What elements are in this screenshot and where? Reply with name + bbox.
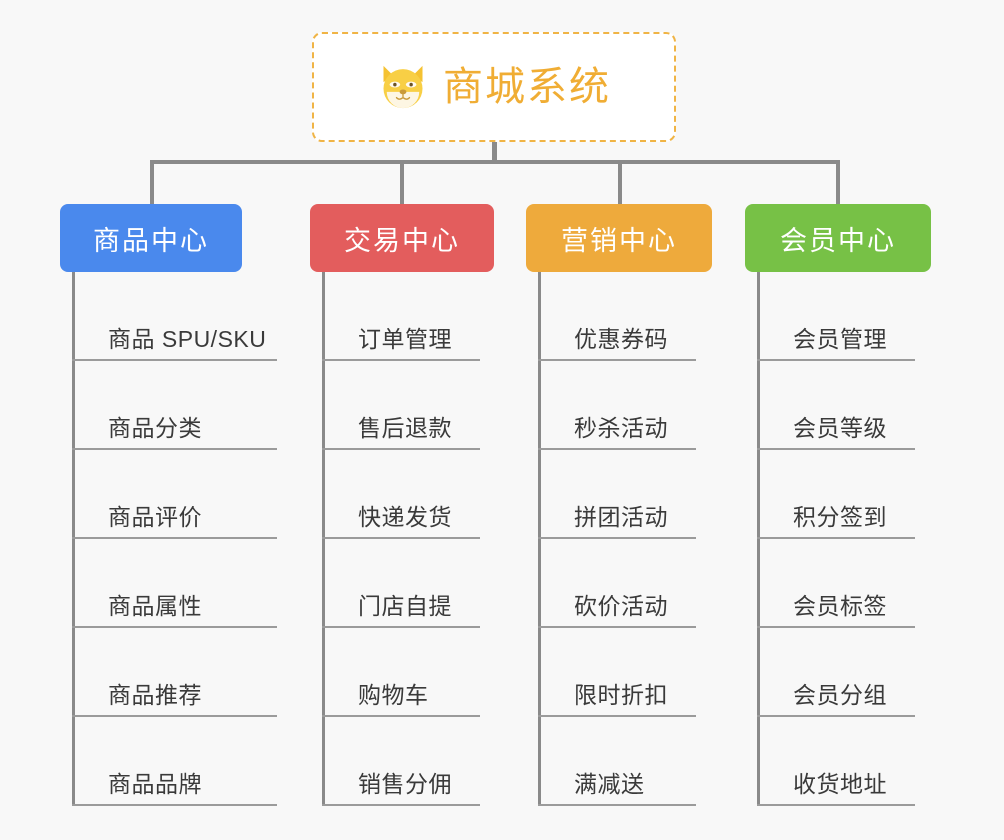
leaf-item[interactable]: 快递发货 (322, 450, 480, 539)
root-title: 商城系统 (443, 65, 611, 109)
leaf-underline (538, 626, 696, 628)
leaf-item[interactable]: 销售分佣 (322, 717, 480, 806)
connector-drop-1 (150, 160, 154, 206)
leaf-label: 商品属性 (108, 593, 202, 619)
leaf-underline (757, 359, 915, 361)
leaf-underline (757, 537, 915, 539)
leaf-underline (322, 804, 480, 806)
leaf-underline (538, 804, 696, 806)
leaf-label: 会员分组 (793, 682, 887, 708)
category-box-1[interactable]: 商品中心 (60, 204, 242, 272)
leaf-underline (538, 359, 696, 361)
leaf-label: 销售分佣 (358, 771, 452, 797)
connector-horizontal-bus (150, 160, 840, 164)
leaf-label: 限时折扣 (574, 682, 668, 708)
leaf-item[interactable]: 限时折扣 (538, 628, 696, 717)
leaf-item[interactable]: 会员管理 (757, 272, 915, 361)
leaf-label: 购物车 (358, 682, 429, 708)
leaf-item[interactable]: 优惠券码 (538, 272, 696, 361)
leaf-underline (322, 359, 480, 361)
leaf-item[interactable]: 商品属性 (72, 539, 280, 628)
leaf-item[interactable]: 购物车 (322, 628, 480, 717)
connector-drop-3 (618, 160, 622, 206)
leaf-underline (322, 626, 480, 628)
category-box-3[interactable]: 营销中心 (526, 204, 712, 272)
leaf-underline (757, 715, 915, 717)
leaf-label: 满减送 (574, 771, 645, 797)
leaf-spine-1 (72, 272, 75, 806)
leaf-underline (322, 715, 480, 717)
leaf-spine-4 (757, 272, 760, 806)
leaf-underline (538, 715, 696, 717)
leaf-item[interactable]: 收货地址 (757, 717, 915, 806)
leaf-item[interactable]: 满减送 (538, 717, 696, 806)
category-label-1: 商品中心 (93, 225, 209, 256)
leaf-label: 积分签到 (793, 504, 887, 530)
leaf-item[interactable]: 商品推荐 (72, 628, 280, 717)
category-label-3: 营销中心 (561, 225, 677, 256)
leaf-item[interactable]: 秒杀活动 (538, 361, 696, 450)
connector-drop-4 (836, 160, 840, 206)
category-box-2[interactable]: 交易中心 (310, 204, 494, 272)
leaf-underline (757, 626, 915, 628)
leaf-item[interactable]: 订单管理 (322, 272, 480, 361)
leaf-label: 商品分类 (108, 415, 202, 441)
leaf-label: 快递发货 (358, 504, 452, 530)
leaf-label: 砍价活动 (574, 593, 668, 619)
leaf-label: 会员等级 (793, 415, 887, 441)
leaf-label: 拼团活动 (574, 504, 668, 530)
leaf-label: 商品推荐 (108, 682, 202, 708)
connector-drop-2 (400, 160, 404, 206)
leaf-underline (757, 448, 915, 450)
leaf-underline (322, 537, 480, 539)
leaf-label: 订单管理 (358, 326, 452, 352)
leaf-underline (538, 448, 696, 450)
leaf-label: 商品评价 (108, 504, 202, 530)
connector-root-stem (492, 142, 497, 164)
leaf-item[interactable]: 砍价活动 (538, 539, 696, 628)
leaf-label: 收货地址 (793, 771, 887, 797)
leaf-label: 售后退款 (358, 415, 452, 441)
leaf-label: 会员标签 (793, 593, 887, 619)
leaf-underline (757, 804, 915, 806)
leaf-list-4: 会员管理会员等级积分签到会员标签会员分组收货地址 (757, 272, 915, 806)
root-node[interactable]: 商城系统 (312, 32, 676, 142)
leaf-item[interactable]: 商品分类 (72, 361, 280, 450)
leaf-item[interactable]: 商品评价 (72, 450, 280, 539)
leaf-label: 商品 SPU/SKU (108, 326, 267, 352)
leaf-item[interactable]: 门店自提 (322, 539, 480, 628)
leaf-item[interactable]: 商品 SPU/SKU (72, 272, 280, 361)
leaf-list-3: 优惠券码秒杀活动拼团活动砍价活动限时折扣满减送 (538, 272, 696, 806)
leaf-label: 商品品牌 (108, 771, 202, 797)
leaf-label: 优惠券码 (574, 326, 668, 352)
leaf-item[interactable]: 售后退款 (322, 361, 480, 450)
leaf-item[interactable]: 会员分组 (757, 628, 915, 717)
leaf-list-1: 商品 SPU/SKU 商品分类商品评价商品属性商品推荐商品品牌 (72, 272, 280, 806)
leaf-list-2: 订单管理售后退款快递发货门店自提购物车销售分佣 (322, 272, 480, 806)
leaf-underline (72, 804, 277, 806)
leaf-item[interactable]: 商品品牌 (72, 717, 280, 806)
leaf-spine-2 (322, 272, 325, 806)
category-box-4[interactable]: 会员中心 (745, 204, 931, 272)
leaf-underline (72, 448, 277, 450)
category-label-2: 交易中心 (344, 225, 460, 256)
leaf-underline (538, 537, 696, 539)
leaf-underline (322, 448, 480, 450)
leaf-item[interactable]: 会员等级 (757, 361, 915, 450)
leaf-label: 秒杀活动 (574, 415, 668, 441)
dog-face-icon (383, 65, 423, 110)
leaf-item[interactable]: 积分签到 (757, 450, 915, 539)
leaf-label: 门店自提 (358, 593, 452, 619)
leaf-item[interactable]: 拼团活动 (538, 450, 696, 539)
leaf-item[interactable]: 会员标签 (757, 539, 915, 628)
leaf-underline (72, 715, 277, 717)
leaf-underline (72, 537, 277, 539)
leaf-label: 会员管理 (793, 326, 887, 352)
leaf-underline (72, 626, 277, 628)
category-label-4: 会员中心 (780, 225, 896, 256)
leaf-underline (72, 359, 277, 361)
leaf-spine-3 (538, 272, 541, 806)
